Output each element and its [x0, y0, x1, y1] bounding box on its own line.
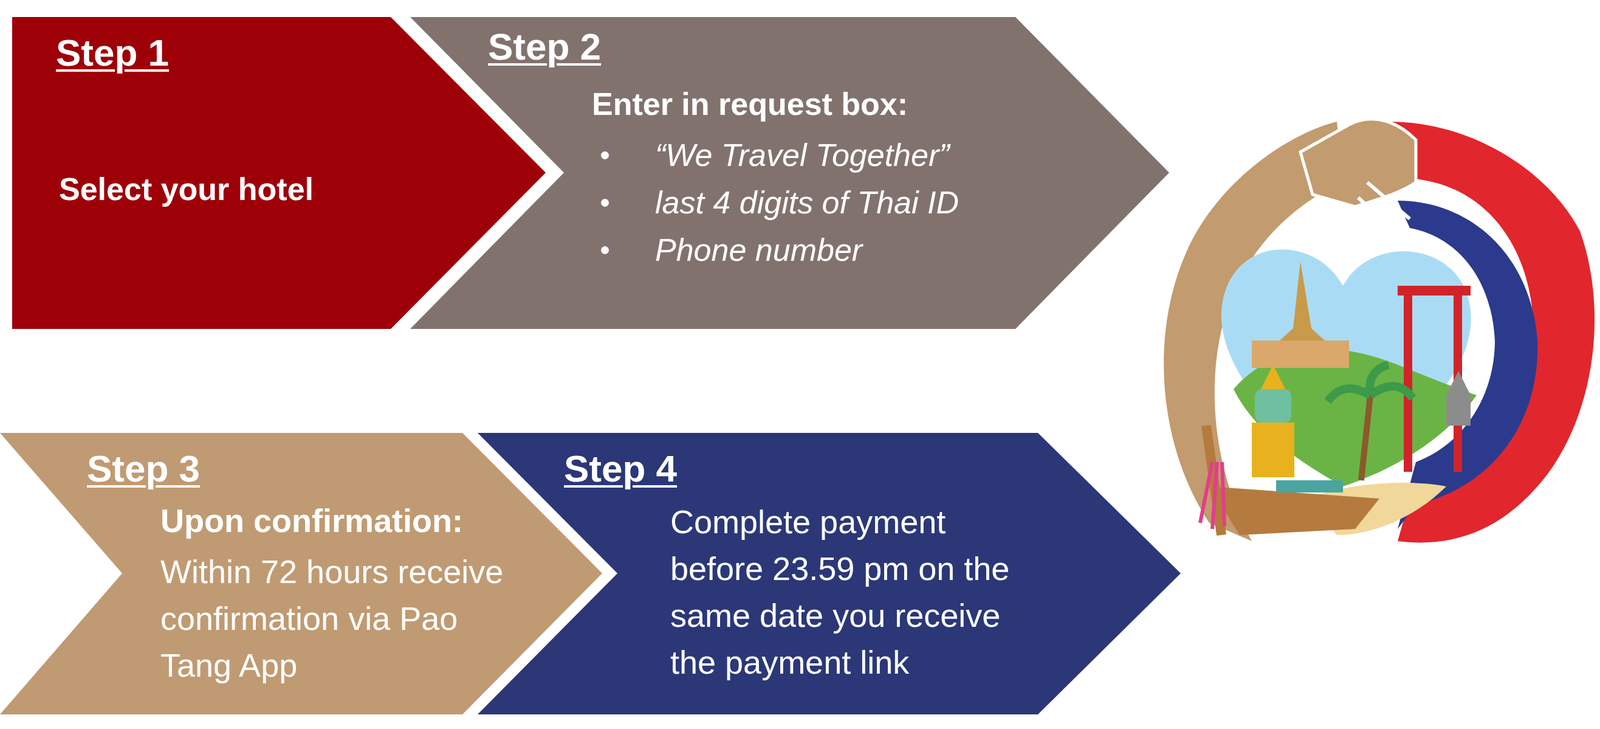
step-text: last 4 digits of Thai ID	[655, 183, 1117, 222]
bullet-dot	[600, 198, 609, 207]
hill	[1233, 348, 1477, 487]
chevron-fill	[410, 17, 1170, 329]
hand-fingers	[1349, 182, 1410, 244]
boat	[1209, 486, 1380, 535]
step-heading: Step 4	[563, 446, 677, 491]
step-heading: Step 2	[487, 24, 601, 70]
bullet-dot	[600, 151, 609, 160]
chevron-fill	[0, 432, 603, 715]
chevron-step: Step 2 Enter in request box: “We Travel To…	[410, 17, 1170, 329]
step-heading: Step 1	[55, 30, 169, 76]
chevron-step: Step 4 Complete payment before 23.59 pm o…	[477, 432, 1181, 715]
swing-top	[1397, 285, 1471, 296]
swing-pillar	[1403, 295, 1413, 472]
chevron-step: Step 3 Upon confirmation: Within 72 hours …	[0, 432, 603, 715]
chevron-fill	[477, 432, 1181, 715]
step-text: Phone number	[655, 230, 1081, 269]
guardian-body	[1251, 422, 1295, 478]
guardian-face	[1254, 388, 1292, 423]
boat-roof	[1276, 480, 1343, 493]
step-text: Complete payment before 23.59 pm on the …	[670, 498, 1041, 686]
temple	[1446, 370, 1471, 426]
step-text: Within 72 hours receive confirmation via…	[160, 548, 526, 689]
step-heading: Step 3	[86, 446, 200, 491]
palm-trunk	[1361, 394, 1371, 481]
palm-leaves	[1327, 364, 1413, 402]
step-text: Enter in request box:	[591, 85, 1079, 123]
pagoda	[1279, 261, 1325, 341]
step-text: “We Travel Together”	[655, 136, 1117, 174]
step-text: Select your hotel	[58, 170, 448, 208]
guardian-crown	[1260, 364, 1286, 389]
pagoda-base	[1251, 340, 1350, 368]
step-text: Upon confirmation:	[160, 500, 550, 541]
bullet-dot	[600, 246, 609, 255]
ribbons	[1200, 461, 1225, 529]
hand	[1300, 119, 1416, 207]
